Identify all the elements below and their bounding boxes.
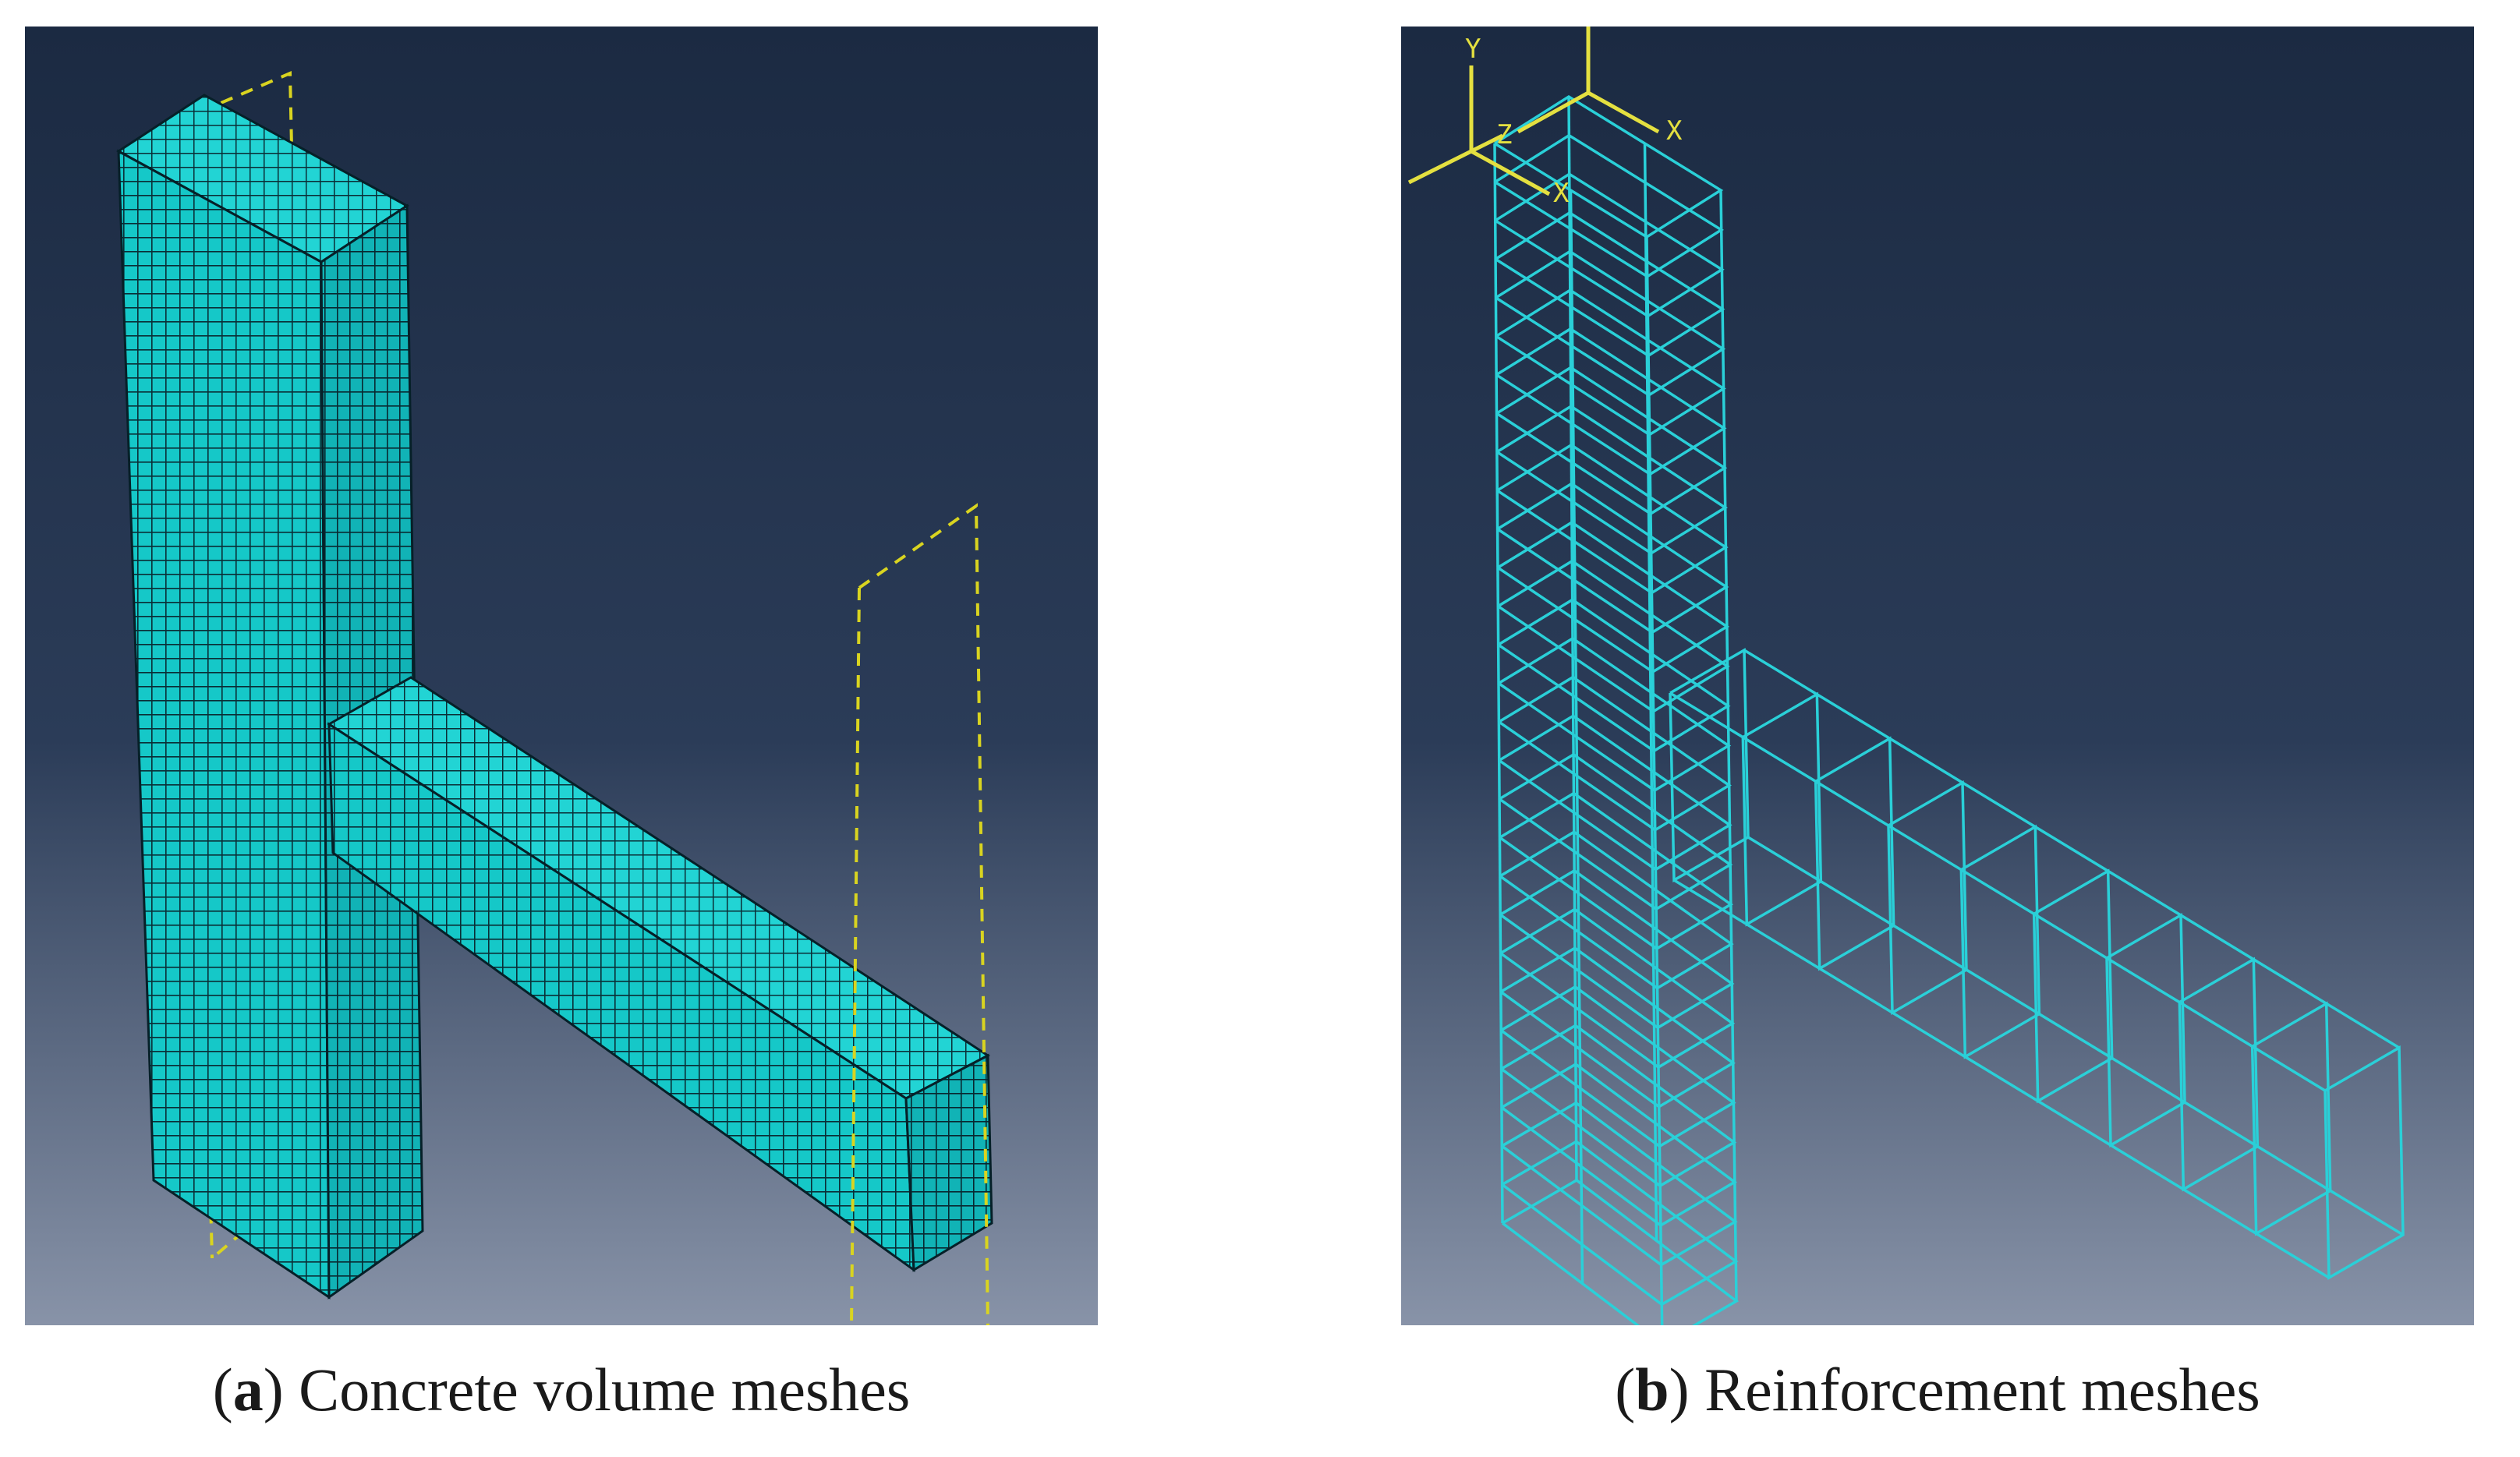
beam-stirrup	[2324, 1045, 2405, 1280]
reinforcement-cage	[1493, 94, 2405, 1325]
caption-a: (a) Concrete volume meshes	[212, 1356, 911, 1423]
column-stirrup	[1495, 366, 1728, 516]
beam-mesh	[327, 676, 993, 1273]
column-stirrup	[1495, 249, 1726, 397]
axis-label-x-local: X	[1553, 178, 1570, 209]
beam-stirrup	[1959, 824, 2041, 1059]
column-stirrup	[1498, 714, 1732, 872]
axis-label-z: Z	[1496, 119, 1512, 150]
column-stirrup	[1499, 907, 1736, 1070]
column-stirrup	[1500, 1062, 1738, 1227]
column-stirrup	[1494, 94, 1724, 239]
column-stirrup	[1498, 675, 1732, 832]
concrete-mesh-viewport	[25, 27, 1098, 1325]
beam-stirrup	[2032, 868, 2114, 1104]
column-stirrup	[1496, 482, 1729, 635]
column-stirrup	[1498, 636, 1732, 793]
column-stirrup	[1500, 1024, 1737, 1188]
concrete-mesh-panel	[25, 27, 1098, 1325]
column-stirrup	[1500, 985, 1736, 1148]
column-stirrup	[1499, 946, 1736, 1109]
column-stirrup	[1497, 559, 1730, 713]
column-stirrup	[1501, 1140, 1739, 1307]
beam-longitudinal-bar	[1669, 691, 2326, 1092]
column-stirrup	[1495, 327, 1727, 476]
global-axis-triad	[1407, 27, 1660, 196]
column-stirrup	[1499, 791, 1734, 950]
beam-stirrup	[2105, 913, 2186, 1148]
column-stirrup	[1495, 405, 1728, 555]
caption-b-text: Reinforcement meshes	[1704, 1356, 2260, 1423]
column-stirrup	[1496, 520, 1730, 674]
column-stirrup	[1495, 210, 1725, 358]
caption-a-text: Concrete volume meshes	[299, 1356, 911, 1423]
beam-stirrup	[2178, 957, 2260, 1192]
column-stirrup	[1499, 830, 1734, 990]
beam-stirrup	[1814, 736, 1895, 971]
beam-stirrup	[1887, 780, 1968, 1015]
beam-stirrup	[2250, 1001, 2332, 1236]
column-stirrup	[1501, 1178, 1740, 1325]
reinforcement-mesh-panel: Y Z X X	[1401, 27, 2474, 1325]
column-stirrup	[1499, 868, 1735, 1030]
column-stirrup	[1501, 1101, 1738, 1267]
caption-a-letter: a	[232, 1356, 264, 1423]
viewport-background	[1401, 27, 2474, 1325]
axis-label-x-global: X	[1666, 115, 1683, 147]
beam-stirrup	[1669, 648, 1750, 882]
caption-b-letter: b	[1635, 1356, 1669, 1423]
beam-guide-plane	[850, 503, 989, 1325]
beam-longitudinal-bar	[1673, 879, 2330, 1279]
column-inner-bar	[1569, 189, 1584, 1284]
column-stirrup	[1494, 133, 1725, 278]
column-stirrup	[1496, 443, 1729, 595]
column-stirrup	[1497, 598, 1731, 753]
column-inner-bar	[1643, 143, 1658, 1241]
beam-stirrup	[1741, 691, 1823, 927]
beam-end-face	[904, 1053, 993, 1272]
column-stirrup	[1495, 288, 1726, 437]
axis-label-y: Y	[1465, 34, 1481, 65]
reinforcement-mesh-viewport: Y Z X X	[1401, 27, 2474, 1325]
caption-b: (b) Reinforcement meshes	[1615, 1356, 2260, 1423]
beam-longitudinal-bar	[1743, 649, 2400, 1049]
beam-longitudinal-bar	[1747, 836, 2404, 1236]
column-stirrup	[1499, 752, 1733, 911]
